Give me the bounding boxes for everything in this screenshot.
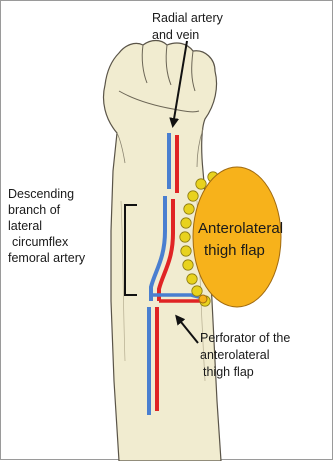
flap-label-line1: Anterolateral bbox=[198, 220, 283, 238]
perforator-vein bbox=[149, 295, 199, 297]
radial-label-line2: and vein bbox=[152, 28, 199, 43]
perforator-label-line1: Perforator of the bbox=[200, 331, 290, 346]
desc-label-line2: branch of bbox=[8, 203, 60, 218]
desc-label-line5: femoral artery bbox=[8, 251, 85, 266]
radial-label-line1: Radial artery bbox=[152, 11, 223, 26]
desc-label-line3: lateral bbox=[8, 219, 42, 234]
desc-label-line1: Descending bbox=[8, 187, 74, 202]
pedicle-node bbox=[199, 295, 207, 303]
flap-label-line2: thigh flap bbox=[204, 242, 265, 260]
perforator-label-line3: thigh flap bbox=[203, 365, 254, 380]
perforator-label-line2: anterolateral bbox=[200, 348, 270, 363]
desc-label-line4: circumflex bbox=[12, 235, 68, 250]
